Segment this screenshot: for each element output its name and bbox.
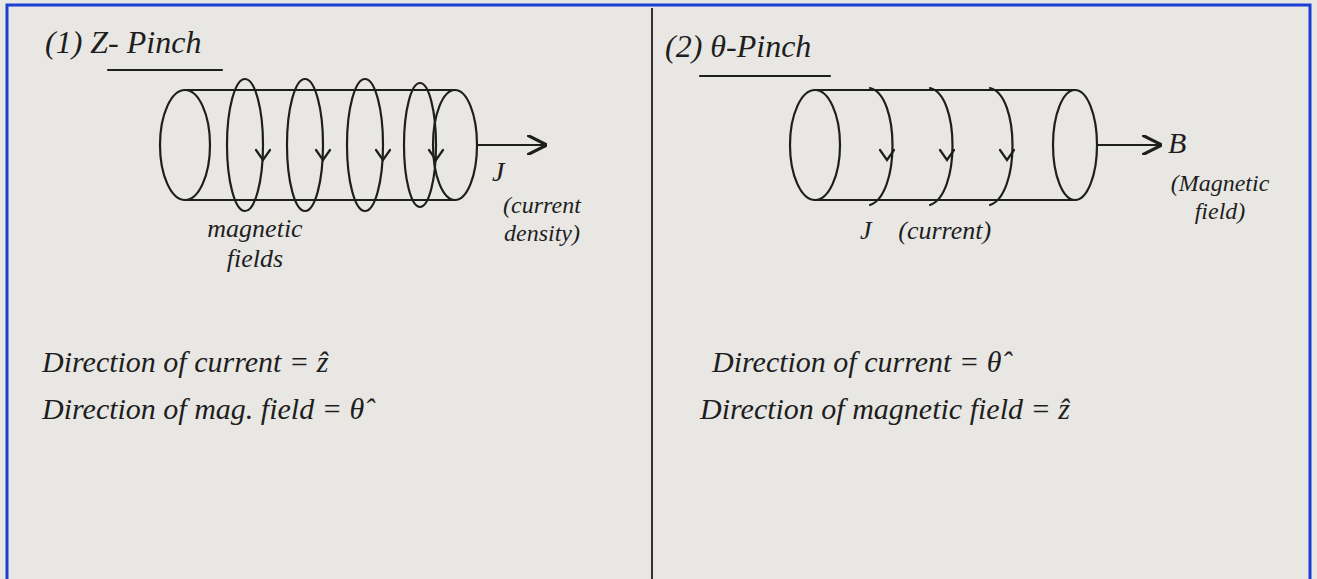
cylinder bbox=[160, 90, 477, 200]
direction-note: Direction of current = ẑ bbox=[42, 345, 328, 380]
current-arrow bbox=[478, 144, 545, 146]
direction-note: Direction of magnetic field = ẑ bbox=[700, 392, 1070, 427]
symbol-label: B⃗ bbox=[1168, 126, 1210, 161]
cylinder bbox=[790, 90, 1097, 200]
frame bbox=[7, 5, 1310, 579]
field-loops bbox=[227, 79, 443, 211]
underline bbox=[108, 69, 222, 71]
field-label: magnetic fields bbox=[185, 214, 325, 274]
direction-note: Direction of current = θ̂ bbox=[712, 345, 1001, 380]
direction-note: Direction of mag. field = θ̂ bbox=[42, 392, 364, 427]
current-loops bbox=[870, 88, 1014, 205]
current-label: J⃗ (current) bbox=[860, 216, 991, 246]
note-label: (current density) bbox=[482, 192, 602, 247]
divider bbox=[651, 8, 653, 579]
note-label: (Magnetic field) bbox=[1150, 170, 1290, 225]
symbol-label: J bbox=[492, 156, 504, 188]
field-arrow bbox=[1098, 144, 1160, 146]
heading: (1) Z- Pinch bbox=[45, 24, 201, 61]
underline bbox=[700, 75, 830, 77]
heading: (2) θ-Pinch bbox=[665, 28, 811, 65]
